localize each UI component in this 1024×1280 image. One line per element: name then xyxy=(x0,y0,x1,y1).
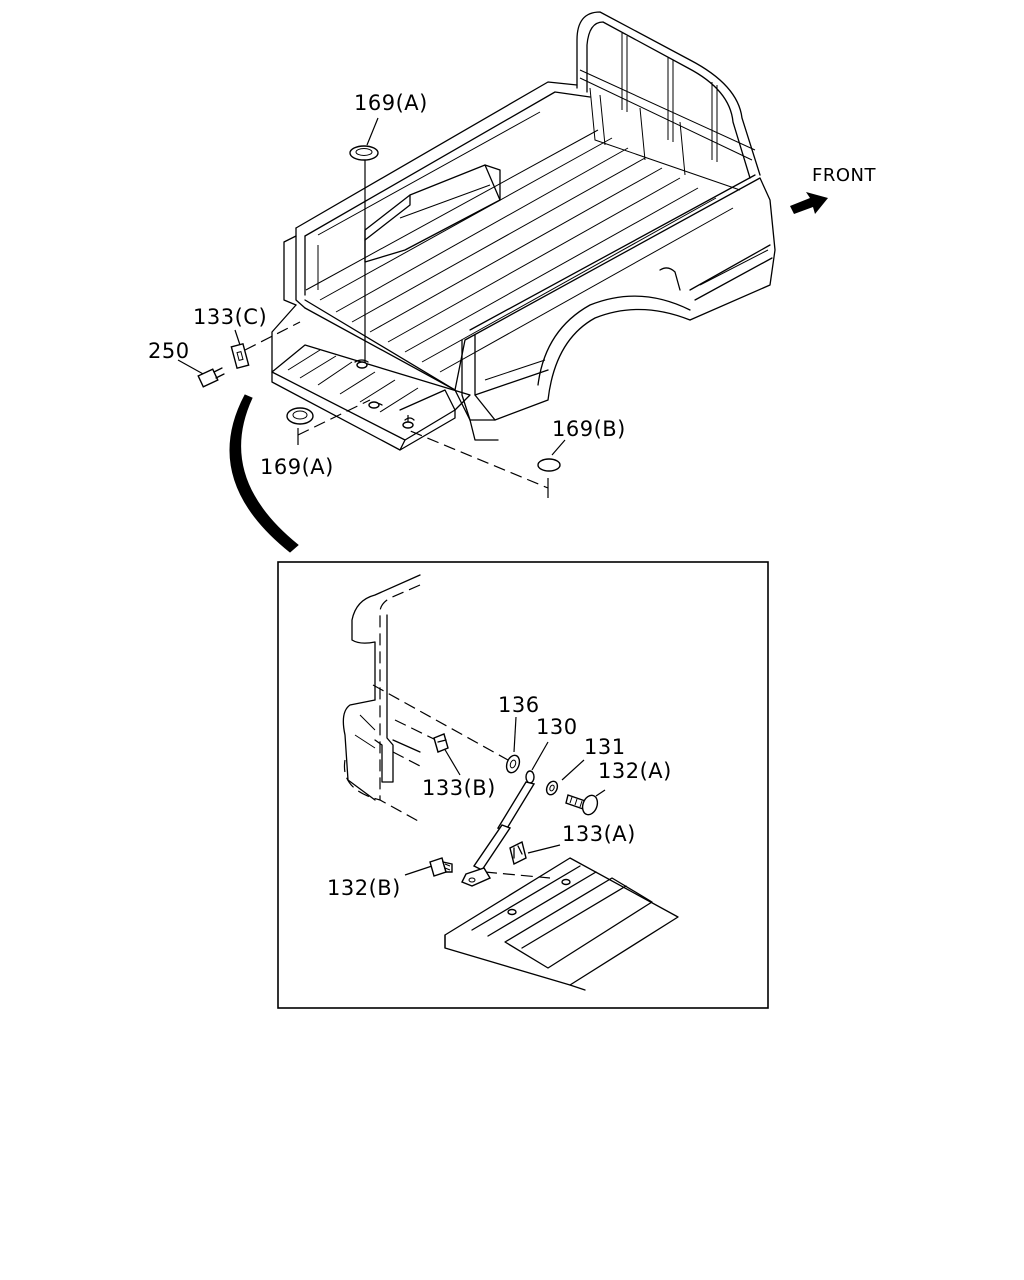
clip-133a xyxy=(509,840,527,866)
callout-250: 250 xyxy=(148,339,190,363)
bracket-133c xyxy=(230,342,250,370)
callout-136: 136 xyxy=(498,693,540,717)
callout-130: 130 xyxy=(536,715,578,739)
callout-132b: 132(B) xyxy=(327,876,401,900)
stay-130 xyxy=(461,770,536,887)
callout-133c: 133(C) xyxy=(193,305,267,329)
callout-133a: 133(A) xyxy=(562,822,636,846)
callout-169a-top: 169(A) xyxy=(354,91,428,115)
bolt-132a xyxy=(565,794,599,816)
main-view-parts xyxy=(197,145,561,472)
detail-view-frame xyxy=(277,561,769,1009)
detail-callout-arc xyxy=(229,394,299,553)
grommet-169b xyxy=(537,458,561,472)
grommet-169a-bottom xyxy=(286,407,314,425)
callout-169b: 169(B) xyxy=(552,417,626,441)
detail-tailgate xyxy=(444,857,679,991)
front-direction-indicator: FRONT xyxy=(790,165,876,214)
washer-136 xyxy=(505,754,521,774)
bolt-250 xyxy=(197,367,225,388)
bolt-132b xyxy=(429,857,453,877)
detail-leader-lines xyxy=(372,684,606,879)
callout-132a: 132(A) xyxy=(598,759,672,783)
truck-bed-illustration xyxy=(271,11,776,451)
callout-169a-bottom: 169(A) xyxy=(260,455,334,479)
detail-parts xyxy=(429,733,599,887)
clip-133b xyxy=(433,733,449,753)
detail-bed-corner xyxy=(342,574,421,823)
callout-133b: 133(B) xyxy=(422,776,496,800)
main-view-leader-lines xyxy=(177,117,566,498)
callout-131: 131 xyxy=(584,735,626,759)
front-label: FRONT xyxy=(812,165,876,186)
grommet-169a-top xyxy=(349,145,379,161)
front-arrow-icon xyxy=(790,192,828,214)
collar-131 xyxy=(545,780,559,796)
